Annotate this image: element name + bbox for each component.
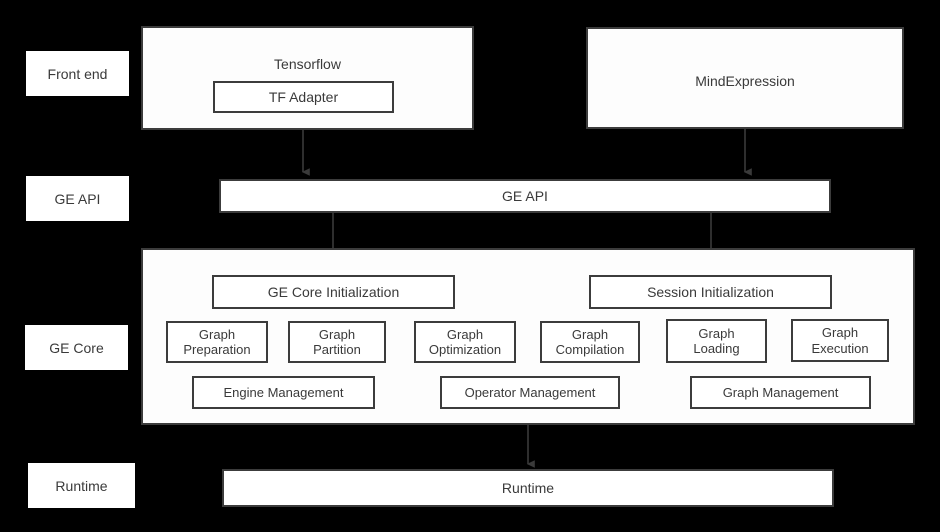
tf-adapter-box[interactable]: TF Adapter bbox=[213, 81, 394, 113]
graph-optimization-line1: Graph bbox=[446, 326, 484, 342]
graph-optimization-line2: Optimization bbox=[428, 342, 502, 357]
ge-core-initialization-box[interactable]: GE Core Initialization bbox=[212, 275, 455, 309]
graph-compilation-line2: Compilation bbox=[555, 342, 625, 357]
ge-core-initialization-label: GE Core Initialization bbox=[267, 283, 400, 300]
graph-loading-line2: Loading bbox=[693, 341, 740, 356]
graph-preparation-box[interactable]: Graph Preparation bbox=[166, 321, 268, 363]
graph-partition-box[interactable]: Graph Partition bbox=[288, 321, 386, 363]
mindexpression-container: MindExpression bbox=[586, 27, 904, 129]
tier-label-text: GE API bbox=[54, 190, 101, 207]
graph-optimization-box[interactable]: Graph Optimization bbox=[414, 321, 516, 363]
tf-adapter-label: TF Adapter bbox=[268, 88, 339, 105]
graph-loading-line1: Graph bbox=[698, 325, 735, 341]
session-initialization-box[interactable]: Session Initialization bbox=[589, 275, 832, 309]
ge-api-label: GE API bbox=[502, 187, 548, 204]
engine-management-box[interactable]: Engine Management bbox=[192, 376, 375, 409]
graph-partition-line1: Graph bbox=[318, 326, 356, 342]
ge-api-bar[interactable]: GE API bbox=[219, 179, 831, 213]
graph-preparation-line1: Graph bbox=[198, 326, 236, 342]
operator-management-box[interactable]: Operator Management bbox=[440, 376, 620, 409]
graph-execution-line2: Execution bbox=[811, 340, 869, 356]
graph-compilation-line1: Graph bbox=[571, 326, 609, 342]
runtime-label: Runtime bbox=[501, 479, 555, 496]
tier-label-text: Front end bbox=[47, 65, 108, 82]
tensorflow-title: Tensorflow bbox=[274, 56, 341, 72]
session-initialization-label: Session Initialization bbox=[647, 283, 774, 300]
tier-label-ge-core: GE Core bbox=[25, 325, 128, 370]
graph-execution-box[interactable]: Graph Execution bbox=[791, 319, 889, 362]
graph-loading-box[interactable]: Graph Loading bbox=[666, 319, 767, 363]
graph-execution-line1: Graph bbox=[821, 325, 859, 341]
runtime-bar[interactable]: Runtime bbox=[222, 469, 834, 507]
tier-label-runtime: Runtime bbox=[28, 463, 135, 508]
graph-compilation-box[interactable]: Graph Compilation bbox=[540, 321, 640, 363]
graph-management-label: Graph Management bbox=[722, 384, 839, 400]
graph-partition-line2: Partition bbox=[313, 342, 361, 357]
mindexpression-title: MindExpression bbox=[695, 73, 795, 89]
tier-label-text: Runtime bbox=[55, 477, 108, 494]
engine-management-label: Engine Management bbox=[223, 384, 344, 400]
graph-preparation-line2: Preparation bbox=[183, 342, 251, 357]
tensorflow-container: Tensorflow bbox=[141, 26, 474, 130]
graph-management-box[interactable]: Graph Management bbox=[690, 376, 871, 409]
tier-label-text: GE Core bbox=[49, 339, 104, 356]
operator-management-label: Operator Management bbox=[464, 384, 596, 400]
tier-label-ge-api: GE API bbox=[26, 176, 129, 221]
tier-label-front-end: Front end bbox=[26, 51, 129, 96]
